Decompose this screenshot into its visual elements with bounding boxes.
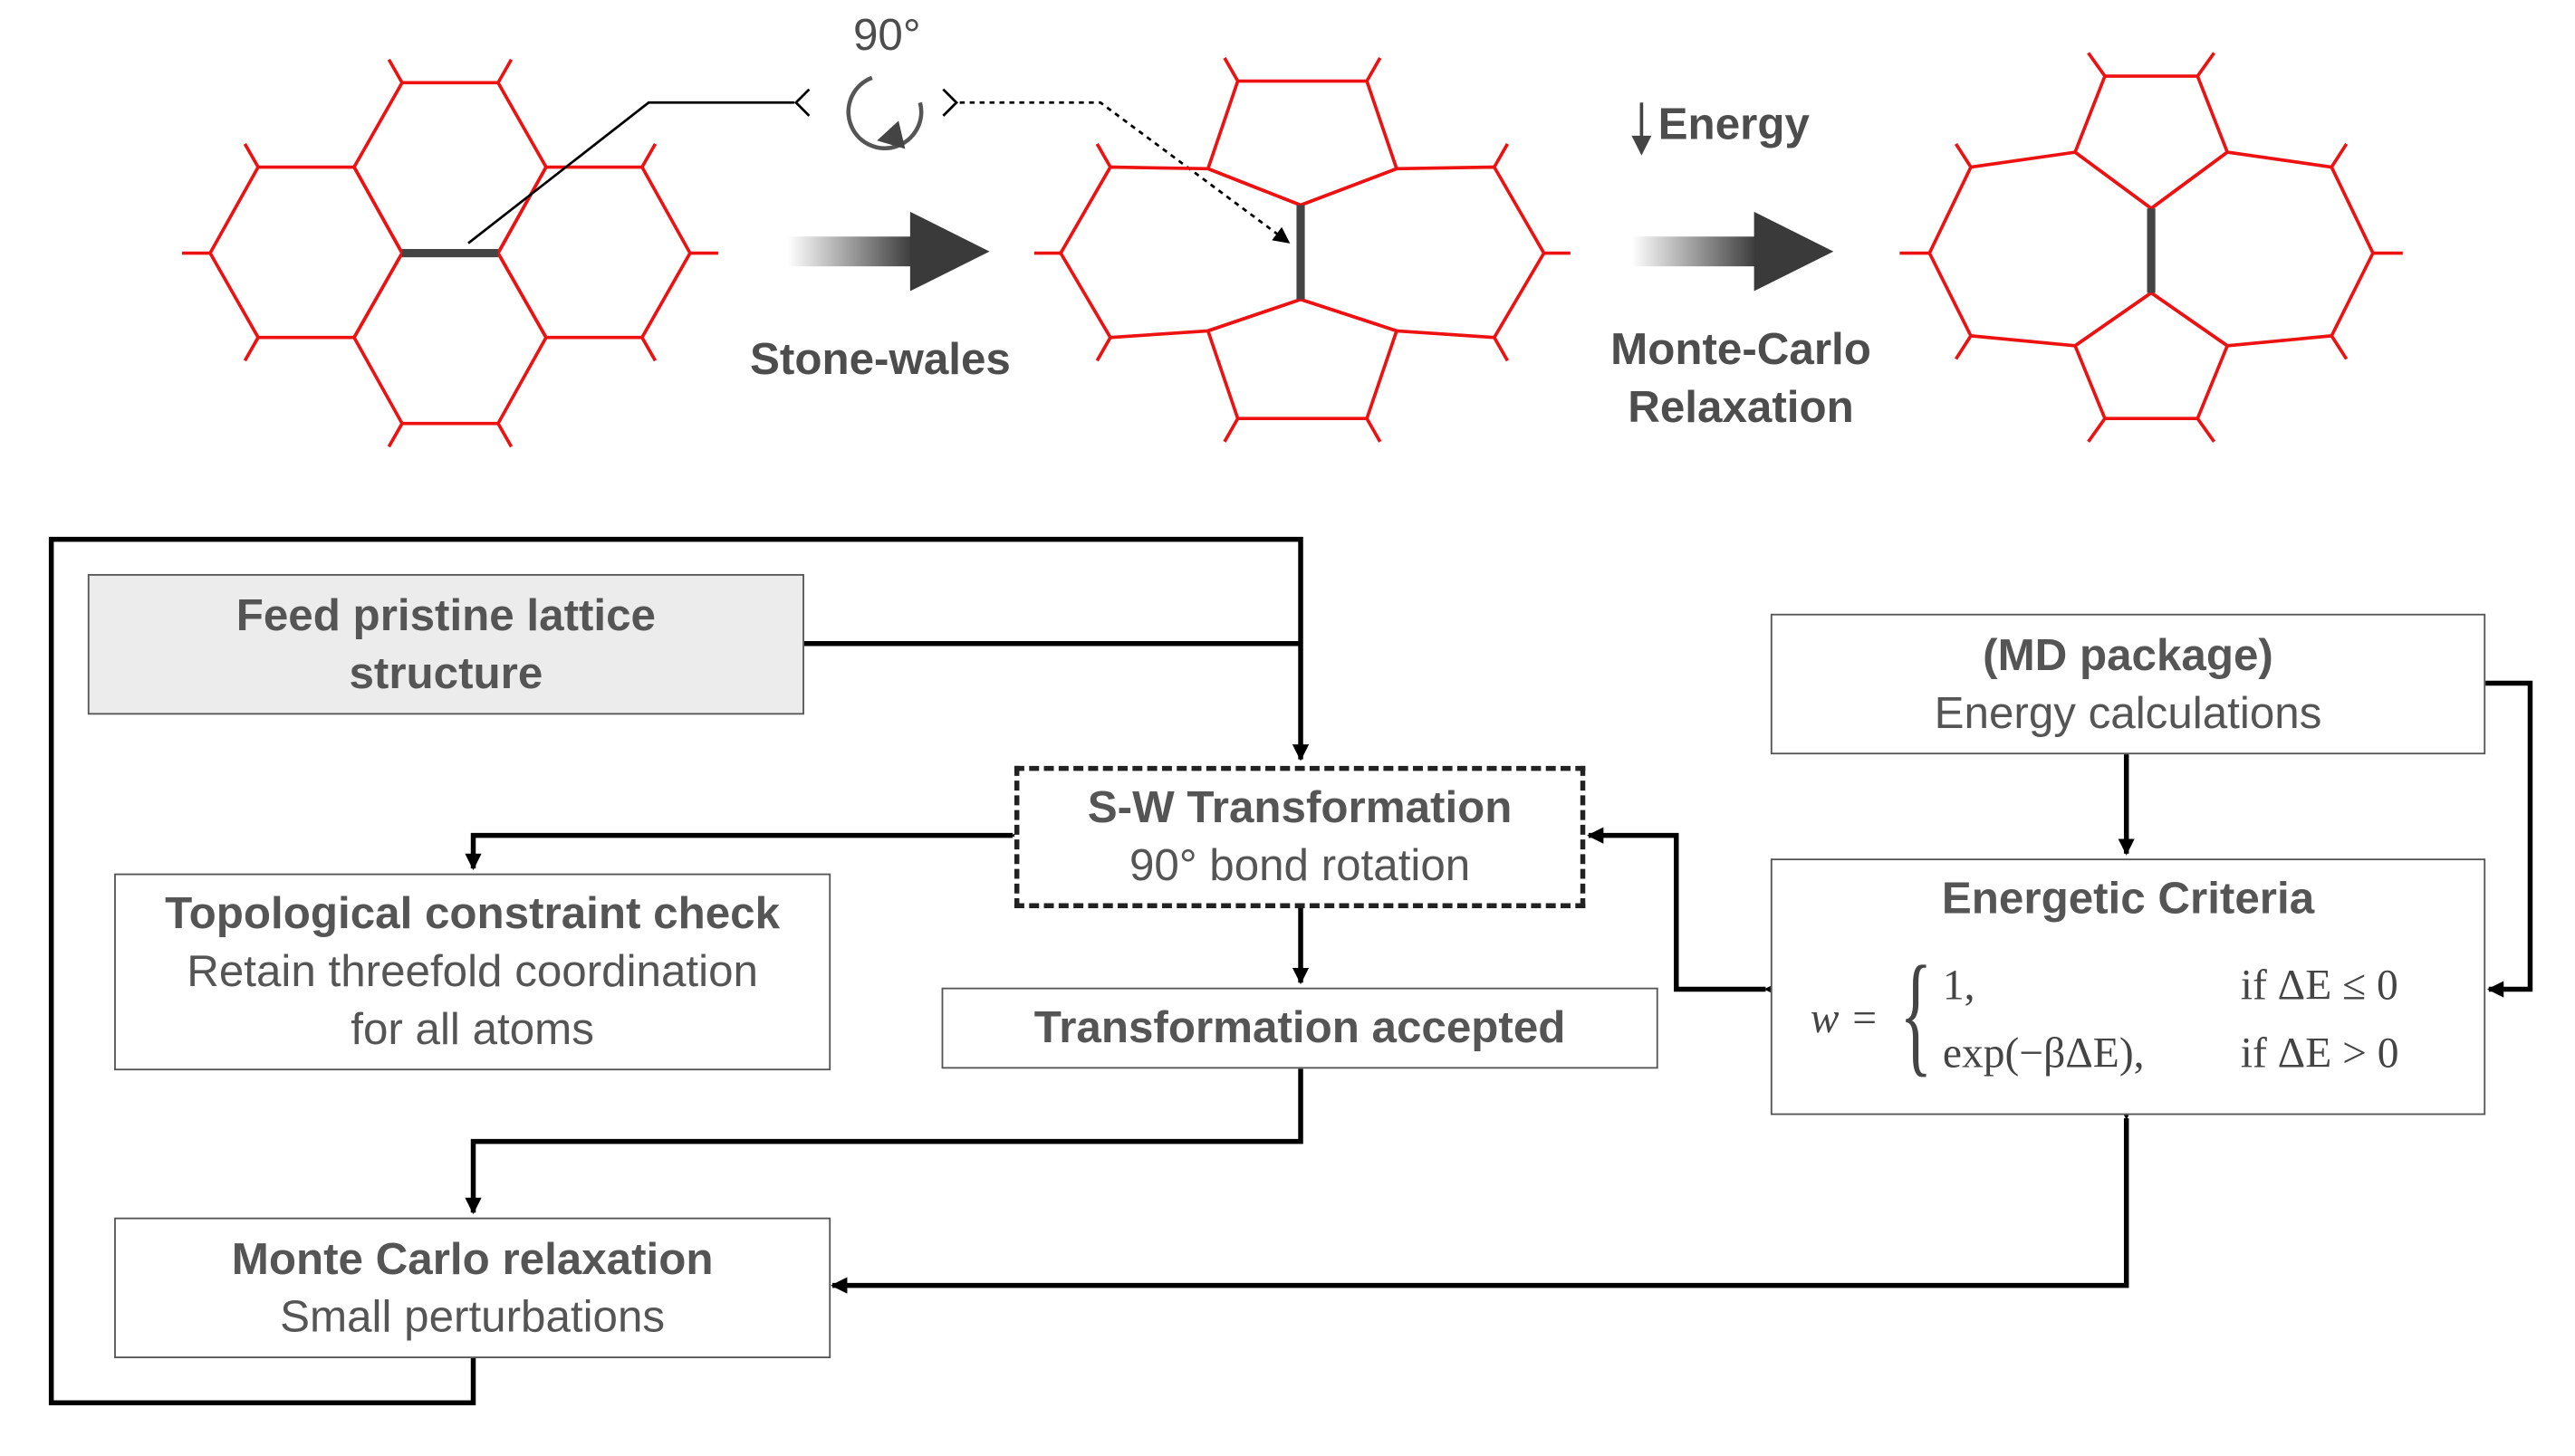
- mc-connector: [465, 1068, 1303, 1215]
- topo-connector: [465, 827, 1028, 871]
- topology-check-box: Topological constraint check Retain thre…: [114, 873, 831, 1071]
- rotate-arrow-icon: [846, 75, 924, 150]
- rotation-angle-label: 90°: [852, 9, 921, 60]
- transformation-accepted-box: Transformation accepted: [941, 987, 1658, 1069]
- topo-line2: for all atoms: [351, 1003, 594, 1054]
- mc-subtitle: Small perturbations: [280, 1290, 666, 1341]
- md-subtitle: Energy calculations: [1934, 687, 2322, 737]
- monte-carlo-box: Monte Carlo relaxation Small perturbatio…: [114, 1217, 831, 1358]
- criteria-title: Energetic Criteria: [1941, 873, 2315, 924]
- md-package-box: (MD package) Energy calculations: [1770, 613, 2486, 755]
- case1-condition: if ΔE ≤ 0: [2240, 961, 2398, 1010]
- formula-brace-icon: {: [1899, 937, 1933, 1089]
- sw-subtitle: 90° bond rotation: [1129, 840, 1471, 890]
- mc-title: Monte Carlo relaxation: [231, 1233, 714, 1283]
- md-title: (MD package): [1983, 629, 2273, 679]
- relaxation-label-line2: Relaxation: [1628, 382, 1854, 432]
- weight-formula-lhs: w =: [1810, 994, 1879, 1043]
- feed-title-line1: Feed pristine lattice: [235, 589, 657, 640]
- accepted-title: Transformation accepted: [1033, 1002, 1566, 1052]
- topo-title: Topological constraint check: [165, 888, 781, 938]
- rotate-arrowhead-icon: [877, 120, 906, 149]
- sw-transformation-box: S-W Transformation 90° bond rotation: [1014, 765, 1586, 909]
- stone-wales-label: Stone-wales: [750, 334, 1011, 384]
- case2-value: exp(−βΔE),: [1942, 1029, 2145, 1078]
- relaxation-arrow-icon: [1631, 211, 1834, 292]
- relaxation-label-line1: Monte-Carlo: [1610, 324, 1871, 374]
- feed-structure-box: Feed pristine lattice structure: [87, 573, 804, 715]
- dotted-pointer-line: [959, 101, 1291, 244]
- stone-wales-arrow-icon: [787, 211, 990, 292]
- criteria-mc-connector: [831, 1103, 2135, 1294]
- sw-title: S-W Transformation: [1087, 782, 1513, 832]
- bracket-right: [942, 88, 958, 117]
- loop-connector: [48, 536, 1310, 1406]
- criteria-sw-connector: [1587, 827, 1781, 998]
- bond-pointer-line: [467, 101, 794, 244]
- energetic-criteria-box: Energetic Criteria: [1770, 858, 2486, 1116]
- case1-value: 1,: [1942, 961, 1975, 1010]
- feed-title-line2: structure: [349, 647, 543, 698]
- energy-arrowhead-icon: [1631, 135, 1652, 156]
- topo-line1: Retain threefold coordination: [187, 946, 758, 996]
- energy-label: Energy: [1657, 99, 1810, 149]
- bracket-left: [793, 88, 811, 117]
- md-side-connector: [2484, 680, 2533, 998]
- case2-condition: if ΔE > 0: [2240, 1029, 2399, 1078]
